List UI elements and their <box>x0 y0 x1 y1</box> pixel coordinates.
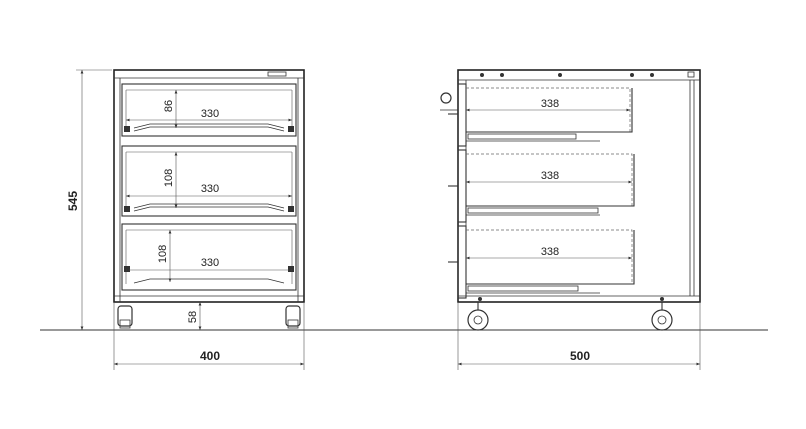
front-overall-height: 545 <box>66 191 80 211</box>
front-drawer-3 <box>121 223 297 291</box>
side-cabinet-body <box>457 69 701 303</box>
side-view: 338 338 338 <box>440 69 701 370</box>
front-drawer-3-width: 330 <box>201 257 219 269</box>
front-wheel-right <box>285 305 301 329</box>
front-overall-width: 400 <box>200 349 220 363</box>
front-base-clearance: 58 <box>187 311 199 323</box>
front-drawer-1 <box>121 83 297 137</box>
front-drawer-3-height: 108 <box>157 245 169 263</box>
front-drawer-1-height: 86 <box>163 100 175 112</box>
side-drawer-3 <box>466 229 635 294</box>
front-view: 86 330 108 330 108 <box>66 69 305 370</box>
side-drawer-3-depth: 338 <box>541 246 559 258</box>
side-drawer-2-depth: 338 <box>541 170 559 182</box>
side-wheel-rear <box>651 302 673 331</box>
front-drawer-2-width: 330 <box>201 183 219 195</box>
side-drawer-1-depth: 338 <box>541 98 559 110</box>
side-wheel-front <box>467 302 489 331</box>
front-drawer-1-width: 330 <box>201 108 219 120</box>
front-wheel-left <box>117 305 133 329</box>
front-drawer-2-height: 108 <box>163 169 175 187</box>
side-overall-depth: 500 <box>570 349 590 363</box>
side-drawer-1 <box>466 87 633 142</box>
side-drawer-2 <box>466 153 635 216</box>
front-cabinet-body <box>113 69 305 303</box>
front-drawer-2 <box>121 145 297 217</box>
lock-icon <box>440 92 452 104</box>
